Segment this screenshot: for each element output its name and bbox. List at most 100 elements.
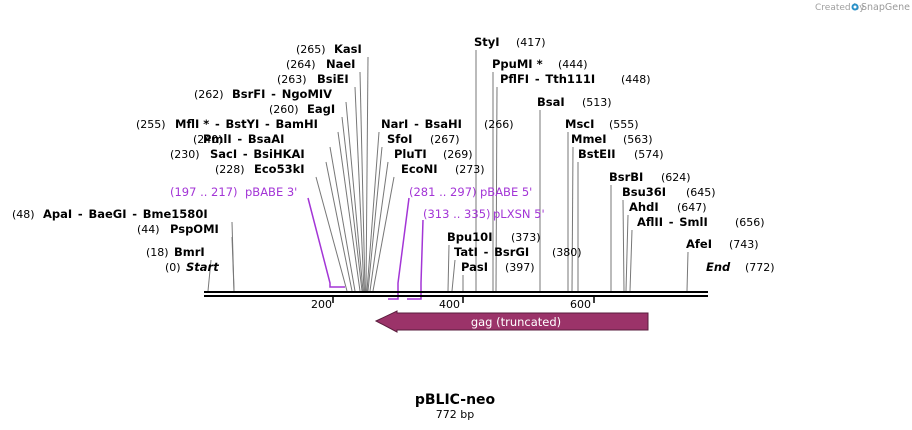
cut-line-kasi: [365, 56, 369, 292]
cut-line-pflfi: [495, 86, 498, 292]
enzyme-pos-saci: (230): [170, 148, 200, 161]
enzyme-pos-mmei: (563): [623, 133, 653, 146]
dna-backbone: [204, 291, 708, 297]
enzyme-label-mmei[interactable]: MmeI: [571, 132, 607, 146]
cut-line-bsu36i: [622, 199, 625, 292]
enzyme-label-naei[interactable]: NaeI: [326, 57, 355, 71]
cut-line-afei: [686, 251, 689, 292]
enzyme-pos-econi: (273): [455, 163, 485, 176]
enzyme-label-afei[interactable]: AfeI: [686, 237, 712, 251]
enzyme-label-bmri[interactable]: BmrI: [174, 245, 205, 259]
cut-line-eagi: [341, 116, 363, 292]
cut-line-mfli: [337, 131, 361, 292]
enzyme-pos-bsiei: (263): [277, 73, 307, 86]
enzyme-label-saci[interactable]: SacI - BsiHKAI: [210, 147, 305, 161]
enzyme-pos-afei: (743): [729, 238, 759, 251]
scale-ticks: [332, 297, 595, 303]
primer-bracket-pbabe-5: [388, 197, 410, 300]
cut-line-pluti: [369, 161, 389, 292]
enzyme-label-econi[interactable]: EcoNI: [401, 162, 437, 176]
enzyme-label-eagi[interactable]: EagI: [307, 102, 335, 116]
primer-range-plxsn-5: (313 .. 335): [423, 207, 491, 221]
cut-line-pspomi: [231, 236, 235, 292]
enzyme-label-kasi[interactable]: KasI: [334, 42, 362, 56]
enzyme-label-bsteii[interactable]: BstEII: [578, 147, 616, 161]
enzyme-label-bsrbi[interactable]: BsrBI: [609, 170, 643, 184]
enzyme-pos-pflfi: (448): [621, 73, 651, 86]
primer-range-pbabe-5: (281 .. 297): [409, 185, 477, 199]
cut-line-bsrfi: [345, 101, 364, 292]
enzyme-label-bsu36i[interactable]: Bsu36I: [622, 185, 666, 199]
enzyme-pos-mfli: (255): [136, 118, 166, 131]
enzyme-label-bsrfi[interactable]: BsrFI - NgoMIV: [232, 87, 332, 101]
cut-line-nari: [366, 131, 380, 292]
cut-line-aflii: [629, 229, 633, 292]
enzyme-pos-bmri: (18): [146, 246, 169, 259]
enzyme-label-msci[interactable]: MscI: [565, 117, 594, 131]
cut-line-sfoi: [367, 146, 383, 292]
enzyme-pos-nari: (266): [484, 118, 514, 131]
enzyme-label-tati[interactable]: TatI - BsrGI: [454, 245, 529, 259]
enzyme-pos-aflii: (656): [735, 216, 765, 229]
enzyme-pos-ahdi: (647): [677, 201, 707, 214]
cut-line-bsiei: [354, 86, 365, 292]
cut-line-ahdi: [625, 214, 629, 292]
enzyme-pos-bsrbi: (624): [661, 171, 691, 184]
enzyme-label-styi[interactable]: StyI: [474, 35, 500, 49]
enzyme-pos-pluti: (269): [443, 148, 473, 161]
primer-bracket-pbabe-3: [307, 197, 345, 288]
enzyme-pos-bsu36i: (645): [686, 186, 716, 199]
gag-feature-label: gag (truncated): [471, 315, 561, 329]
enzyme-pos-pmli: (240): [193, 133, 223, 146]
enzyme-pos-styi: (417): [516, 36, 546, 49]
primer-label-pbabe-5[interactable]: pBABE 5': [480, 185, 532, 199]
enzyme-label-ahdi[interactable]: AhdI: [629, 200, 659, 214]
enzyme-label-apai[interactable]: ApaI - BaeGI - Bme1580I: [43, 207, 208, 221]
primer-label-plxsn-5[interactable]: pLXSN 5': [493, 207, 545, 221]
enzyme-pos-msci: (555): [609, 118, 639, 131]
enzyme-label-pflfi[interactable]: PflFI - Tth111I: [500, 72, 595, 86]
enzyme-label-pasi[interactable]: PasI: [461, 260, 488, 274]
enzyme-pos-ppumi: (444): [558, 58, 588, 71]
cut-line-pmli: [329, 146, 356, 292]
enzyme-pos-bpu10i: (373): [511, 231, 541, 244]
enzyme-label-bsai[interactable]: BsaI: [537, 95, 565, 109]
cut-line-mmei: [571, 146, 574, 292]
gag-feature-arrow[interactable]: [374, 310, 649, 333]
end-pos: (772): [745, 261, 775, 274]
start-pos: (0): [165, 261, 181, 274]
cut-line-bpu10i: [447, 244, 450, 292]
cut-line-econi: [372, 176, 395, 292]
tick-label-600: 600: [570, 298, 591, 311]
enzyme-label-mfli[interactable]: MflI * - BstYI - BamHI: [175, 117, 318, 131]
enzyme-pos-pasi: (397): [505, 261, 535, 274]
enzyme-label-pspomi[interactable]: PspOMI: [170, 222, 219, 236]
cut-line-eco53ki: [315, 176, 348, 292]
primer-label-pbabe-3[interactable]: pBABE 3': [245, 185, 297, 199]
cut-site-lines: [207, 50, 689, 292]
enzyme-pos-eagi: (260): [269, 103, 299, 116]
enzyme-label-ppumi[interactable]: PpuMI *: [492, 57, 543, 71]
enzyme-label-bsiei[interactable]: BsiEI: [317, 72, 349, 86]
enzyme-label-eco53ki[interactable]: Eco53kI: [254, 162, 305, 176]
plasmid-name: pBLIC-neo: [415, 392, 496, 408]
end-label: End: [706, 260, 731, 274]
primer-brackets: [307, 197, 424, 300]
start-label: Start: [186, 260, 219, 274]
enzyme-label-pluti[interactable]: PluTI: [394, 147, 427, 161]
tick-label-200: 200: [311, 298, 332, 311]
enzyme-pos-tati: (380): [552, 246, 582, 259]
enzyme-pos-kasi: (265): [296, 43, 326, 56]
enzyme-pos-bsteii: (574): [634, 148, 664, 161]
enzyme-label-sfoi[interactable]: SfoI: [387, 132, 412, 146]
enzyme-label-aflii[interactable]: AflII - SmlI: [637, 215, 708, 229]
enzyme-label-pmli[interactable]: PmlI - BsaAI: [203, 132, 284, 146]
enzyme-pos-bsrfi: (262): [194, 88, 224, 101]
enzyme-label-bpu10i[interactable]: Bpu10I: [447, 230, 492, 244]
enzyme-pos-sfoi: (267): [430, 133, 460, 146]
cut-line-tati: [451, 259, 456, 292]
snapgene-logo-icon: [851, 3, 859, 11]
enzyme-pos-naei: (264): [286, 58, 316, 71]
enzyme-label-nari[interactable]: NarI - BsaHI: [381, 117, 462, 131]
